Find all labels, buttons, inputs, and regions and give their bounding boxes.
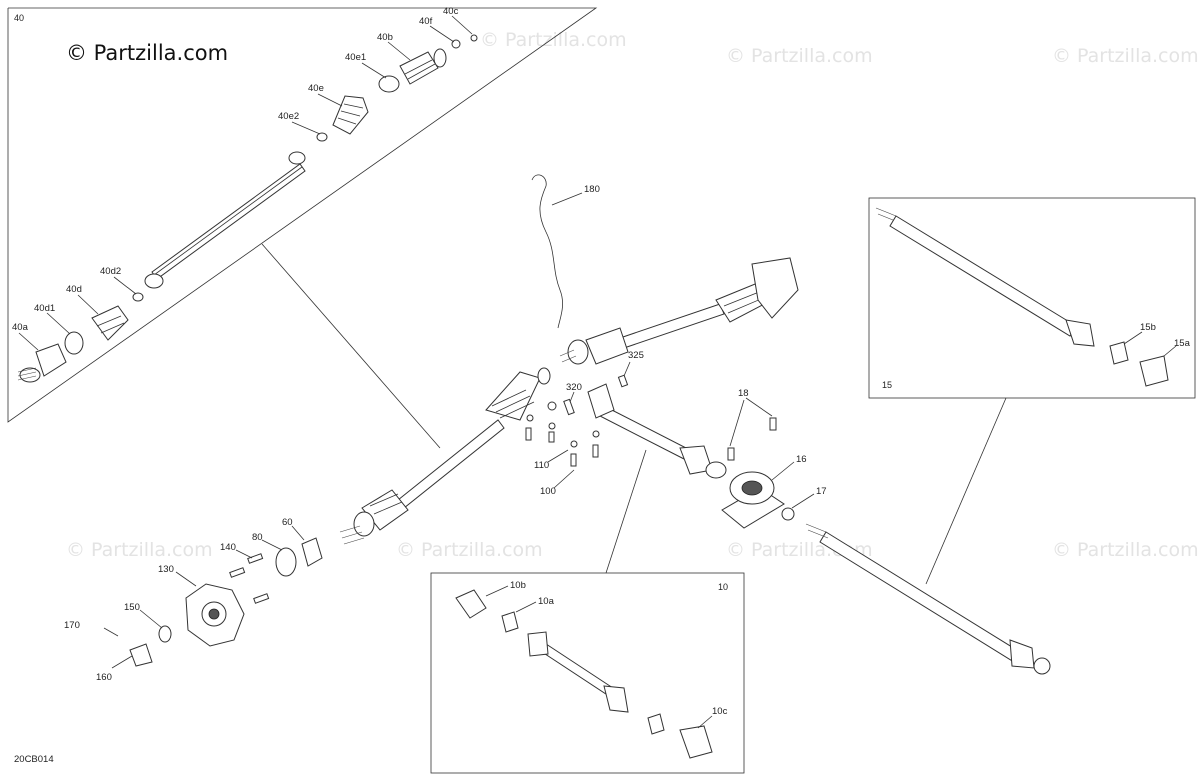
label-170: 170	[64, 620, 80, 631]
watermark-text: © Partzilla.com	[726, 45, 873, 67]
group-10-parts	[455, 589, 713, 759]
label-180: 180	[584, 184, 600, 195]
connector-40	[261, 243, 441, 449]
group-15-label: 15	[882, 380, 892, 390]
label-40d2: 40d2	[100, 266, 121, 277]
group-15-parts	[875, 207, 1169, 387]
label-100: 100	[540, 486, 556, 497]
half-shaft-exploded	[17, 34, 478, 383]
fastener-cluster	[525, 374, 629, 467]
label-160: 160	[96, 672, 112, 683]
label-40a: 40a	[12, 322, 29, 333]
label-80: 80	[252, 532, 263, 543]
label-325: 325	[628, 350, 644, 361]
label-130: 130	[158, 564, 174, 575]
label-40e1: 40e1	[345, 52, 366, 63]
connector-15	[925, 397, 1007, 585]
label-40f: 40f	[419, 16, 433, 27]
wire-180	[531, 174, 563, 329]
group-15-frame: 15	[868, 197, 1196, 399]
label-18: 18	[738, 388, 749, 399]
watermark-text: © Partzilla.com	[396, 539, 543, 561]
label-10c: 10c	[712, 706, 728, 717]
label-60: 60	[282, 517, 293, 528]
group-40-frame: 40	[7, 7, 598, 423]
wheel-hub	[103, 537, 323, 667]
rear-half-shaft	[559, 257, 799, 365]
label-10b: 10b	[510, 580, 526, 591]
watermark-text: © Partzilla.com	[1052, 539, 1199, 561]
label-150: 150	[124, 602, 140, 613]
front-propeller-shaft	[587, 383, 727, 479]
group-10-frame: 10	[430, 572, 745, 774]
leader-lines-40	[18, 15, 473, 351]
label-40d: 40d	[66, 284, 82, 295]
center-bearing	[721, 417, 785, 529]
group-10-label: 10	[718, 582, 728, 592]
rear-propeller-shaft	[805, 523, 1051, 675]
watermark-text: © Partzilla.com	[1052, 45, 1199, 67]
label-110: 110	[534, 460, 549, 471]
group-40-label: 40	[14, 13, 24, 23]
watermark-text: © Partzilla.com	[66, 539, 213, 561]
label-15a: 15a	[1174, 338, 1191, 349]
label-40b: 40b	[377, 32, 393, 43]
connector-10	[605, 449, 647, 574]
label-17: 17	[816, 486, 827, 497]
label-15b: 15b	[1140, 322, 1156, 333]
label-40e: 40e	[308, 83, 324, 94]
watermark-text: © Partzilla.com	[480, 29, 627, 51]
label-40e2: 40e2	[278, 111, 299, 122]
diagram-code: 20CB014	[14, 754, 54, 765]
label-10a: 10a	[538, 596, 555, 607]
label-40c: 40c	[443, 6, 459, 17]
label-320: 320	[566, 382, 582, 393]
label-16: 16	[796, 454, 807, 465]
label-40d1: 40d1	[34, 303, 55, 314]
watermark-main: © Partzilla.com	[66, 41, 228, 65]
front-half-shaft	[339, 367, 551, 545]
label-140: 140	[220, 542, 236, 553]
